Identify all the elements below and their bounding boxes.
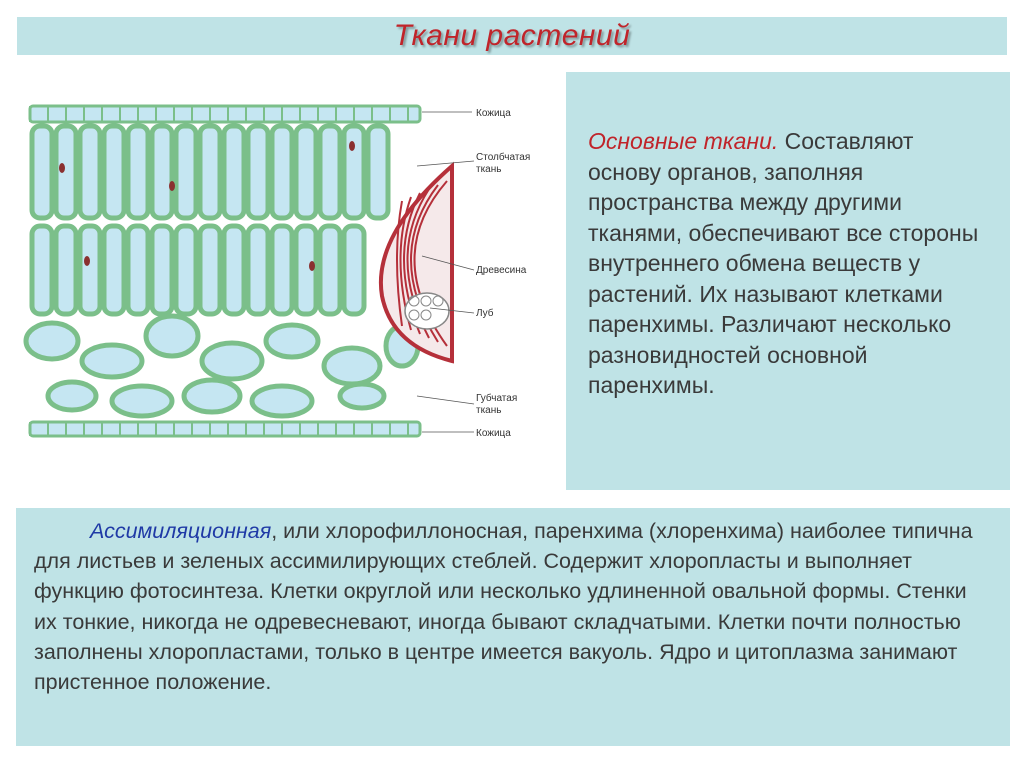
- cell-nucleus: [349, 141, 355, 151]
- description-paragraph: Ассимиляционная, или хлорофиллоносная, п…: [34, 516, 994, 697]
- spongy-cell: [45, 379, 99, 413]
- palisade-cell: [269, 123, 295, 221]
- palisade-cell: [53, 223, 79, 317]
- spongy-cell: [249, 383, 315, 419]
- spongy-cell: [79, 342, 145, 380]
- info-panel: Основные ткани. Составляют основу органо…: [566, 72, 1010, 490]
- palisade-cell: [317, 223, 343, 317]
- spongy-cell: [321, 345, 383, 387]
- palisade-cell: [245, 223, 271, 317]
- palisade-cell: [77, 123, 103, 221]
- info-text: Составляют основу органов, заполняя прос…: [588, 128, 979, 398]
- description-term: Ассимиляционная: [90, 519, 272, 543]
- palisade-cell: [125, 223, 151, 317]
- palisade-cell: [101, 123, 127, 221]
- palisade-cell: [221, 223, 247, 317]
- upper-epidermis: [28, 104, 422, 124]
- spongy-cell: [143, 313, 201, 359]
- xylem-vessel-row: [396, 200, 403, 327]
- palisade-cell: [53, 123, 79, 221]
- label-xylem: Древесина: [476, 265, 527, 276]
- palisade-cell: [221, 123, 247, 221]
- label-palisade-line1: Столбчатая: [476, 151, 530, 163]
- spongy-cell: [109, 383, 175, 419]
- cell-nucleus: [84, 256, 90, 266]
- palisade-cell: [101, 223, 127, 317]
- info-paragraph: Основные ткани. Составляют основу органо…: [588, 126, 980, 401]
- palisade-cell: [197, 223, 223, 317]
- title-bar: Ткани растений: [17, 17, 1007, 55]
- upper-epidermis-band: [28, 104, 422, 124]
- cell-nucleus: [309, 261, 315, 271]
- palisade-cell: [269, 223, 295, 317]
- palisade-cell: [317, 123, 343, 221]
- palisade-cell: [29, 223, 55, 317]
- cell-nucleus: [59, 163, 65, 173]
- lower-epidermis: [28, 420, 422, 438]
- info-term: Основные ткани.: [588, 128, 779, 154]
- phloem-cell: [420, 295, 432, 307]
- label-spongy-line1: Губчатая: [476, 392, 517, 404]
- label-spongy-line2: ткань: [476, 405, 501, 416]
- palisade-cell: [197, 123, 223, 221]
- palisade-cell: [293, 223, 319, 317]
- label-epidermis-top: Кожица: [476, 108, 511, 119]
- spongy-tissue: [23, 313, 421, 419]
- spongy-cell: [181, 377, 243, 415]
- palisade-cell: [29, 123, 55, 221]
- cell-nucleus: [169, 181, 175, 191]
- palisade-cell: [293, 123, 319, 221]
- spongy-cell: [337, 381, 387, 411]
- label-epidermis-bottom: Кожица: [476, 428, 511, 439]
- phloem-cell: [420, 309, 432, 321]
- phloem-cell: [408, 295, 420, 307]
- description-text: , или хлорофиллоносная, паренхима (хлоре…: [34, 519, 973, 695]
- phloem-cell: [432, 295, 444, 307]
- palisade-cell: [173, 223, 199, 317]
- palisade-cell: [365, 123, 391, 221]
- palisade-cell: [341, 223, 367, 317]
- label-lines: [416, 111, 475, 433]
- label-phloem: Луб: [476, 307, 494, 319]
- spongy-cell: [199, 340, 265, 382]
- leaf-cross-section-diagram: Кожица Столбчатая ткань Древесина Луб Гу…: [22, 96, 552, 452]
- spongy-cell: [23, 320, 81, 362]
- palisade-cell: [77, 223, 103, 317]
- palisade-cell: [149, 223, 175, 317]
- slide-title: Ткани растений: [393, 19, 631, 52]
- spongy-cell: [263, 322, 321, 360]
- palisade-tissue: [29, 123, 391, 317]
- palisade-cell: [341, 123, 367, 221]
- palisade-cell: [149, 123, 175, 221]
- lower-epidermis-band: [28, 420, 422, 438]
- leaf-cross-section-illustration: Кожица Столбчатая ткань Древесина Луб Гу…: [22, 96, 552, 452]
- phloem-cell: [408, 309, 420, 321]
- label-palisade-line2: ткань: [476, 164, 501, 175]
- vascular-bundle: [378, 161, 454, 364]
- palisade-cell: [173, 123, 199, 221]
- description-panel: Ассимиляционная, или хлорофиллоносная, п…: [16, 508, 1010, 746]
- palisade-cell: [125, 123, 151, 221]
- palisade-cell: [245, 123, 271, 221]
